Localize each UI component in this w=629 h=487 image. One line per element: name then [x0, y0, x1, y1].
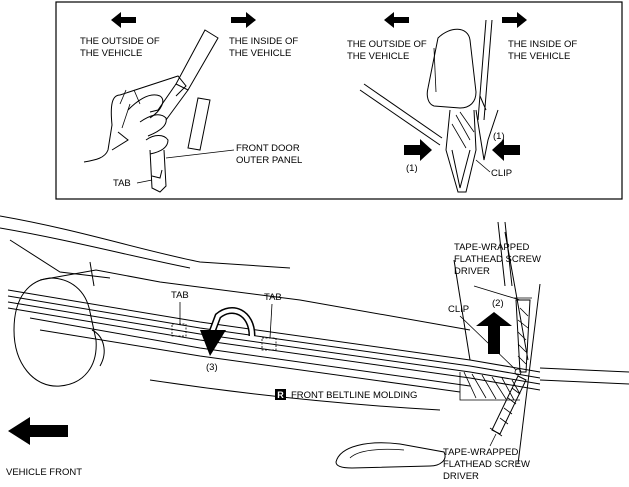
inset-frame: [55, 1, 623, 200]
molding-badge-letter: R: [277, 390, 284, 400]
right-outside-label-line1: THE OUTSIDE OF: [347, 39, 427, 50]
vehicle-front-label: VEHICLE FRONT: [6, 467, 82, 478]
left-outside-label-line1: THE OUTSIDE OF: [80, 36, 160, 47]
left-inside-label-line1: THE INSIDE OF: [229, 36, 298, 47]
right-cross-section-illustration: [359, 19, 499, 193]
right-inside-label-line2: THE VEHICLE: [508, 51, 570, 62]
right-step-left-label: (1): [406, 163, 418, 174]
rotate-arrow-icon: [200, 307, 256, 356]
clip-marker: [514, 368, 522, 376]
tab-left-label: TAB: [171, 290, 189, 301]
top-driver-label-line3: DRIVER: [454, 266, 490, 277]
left-panel-leader-line: [165, 149, 235, 159]
right-left-push-arrow-icon: [404, 139, 432, 161]
bottom-screwdriver-illustration: [489, 375, 527, 437]
top-driver-label-line2: FLATHEAD SCREW: [454, 254, 541, 265]
step-3-label: (3): [206, 362, 218, 373]
left-tab-leader-line: [136, 179, 153, 184]
bottom-driver-label-line1: TAPE-WRAPPED: [443, 447, 518, 458]
tab-right-label: TAB: [264, 292, 282, 303]
bottom-driver-label-line2: FLATHEAD SCREW: [443, 459, 530, 470]
top-driver-label-line1: TAPE-WRAPPED: [454, 242, 529, 253]
right-clip-leader-line: [475, 159, 491, 173]
right-clip-label: CLIP: [491, 168, 512, 179]
step-2-label: (2): [492, 298, 504, 309]
left-panel-label-line1: FRONT DOOR: [236, 143, 300, 154]
top-screwdriver-illustration: [514, 297, 532, 373]
top-driver-leader-line: [473, 285, 521, 301]
right-outside-label-line2: THE VEHICLE: [347, 51, 409, 62]
left-outside-label-line2: THE VEHICLE: [80, 48, 142, 59]
right-right-push-arrow-icon: [492, 139, 520, 161]
right-inside-label-line1: THE INSIDE OF: [508, 39, 577, 50]
left-inside-label-line2: THE VEHICLE: [229, 48, 291, 59]
left-tab-label: TAB: [113, 178, 131, 189]
left-outside-arrow-icon: [111, 12, 136, 28]
lift-arrow-icon: [476, 312, 512, 354]
right-outside-arrow-icon: [384, 12, 409, 28]
vehicle-front-arrow-icon: [8, 417, 68, 445]
bottom-driver-leader-line: [489, 433, 497, 447]
molding-label: FRONT BELTLINE MOLDING: [291, 390, 417, 401]
molding-badge: [275, 389, 286, 400]
right-step-right-label: (1): [493, 131, 505, 142]
right-inside-arrow-icon: [502, 12, 527, 28]
tab-right-leader-line: [269, 303, 273, 339]
clip-label: CLIP: [448, 304, 469, 315]
left-panel-label-line2: OUTER PANEL: [236, 155, 302, 166]
left-inside-arrow-icon: [231, 12, 256, 28]
left-hand-molding-illustration: [83, 29, 219, 193]
clip-leader-line: [459, 315, 517, 371]
door-body-illustration: [0, 215, 629, 469]
bottom-driver-label-line3: DRIVER: [443, 471, 479, 482]
